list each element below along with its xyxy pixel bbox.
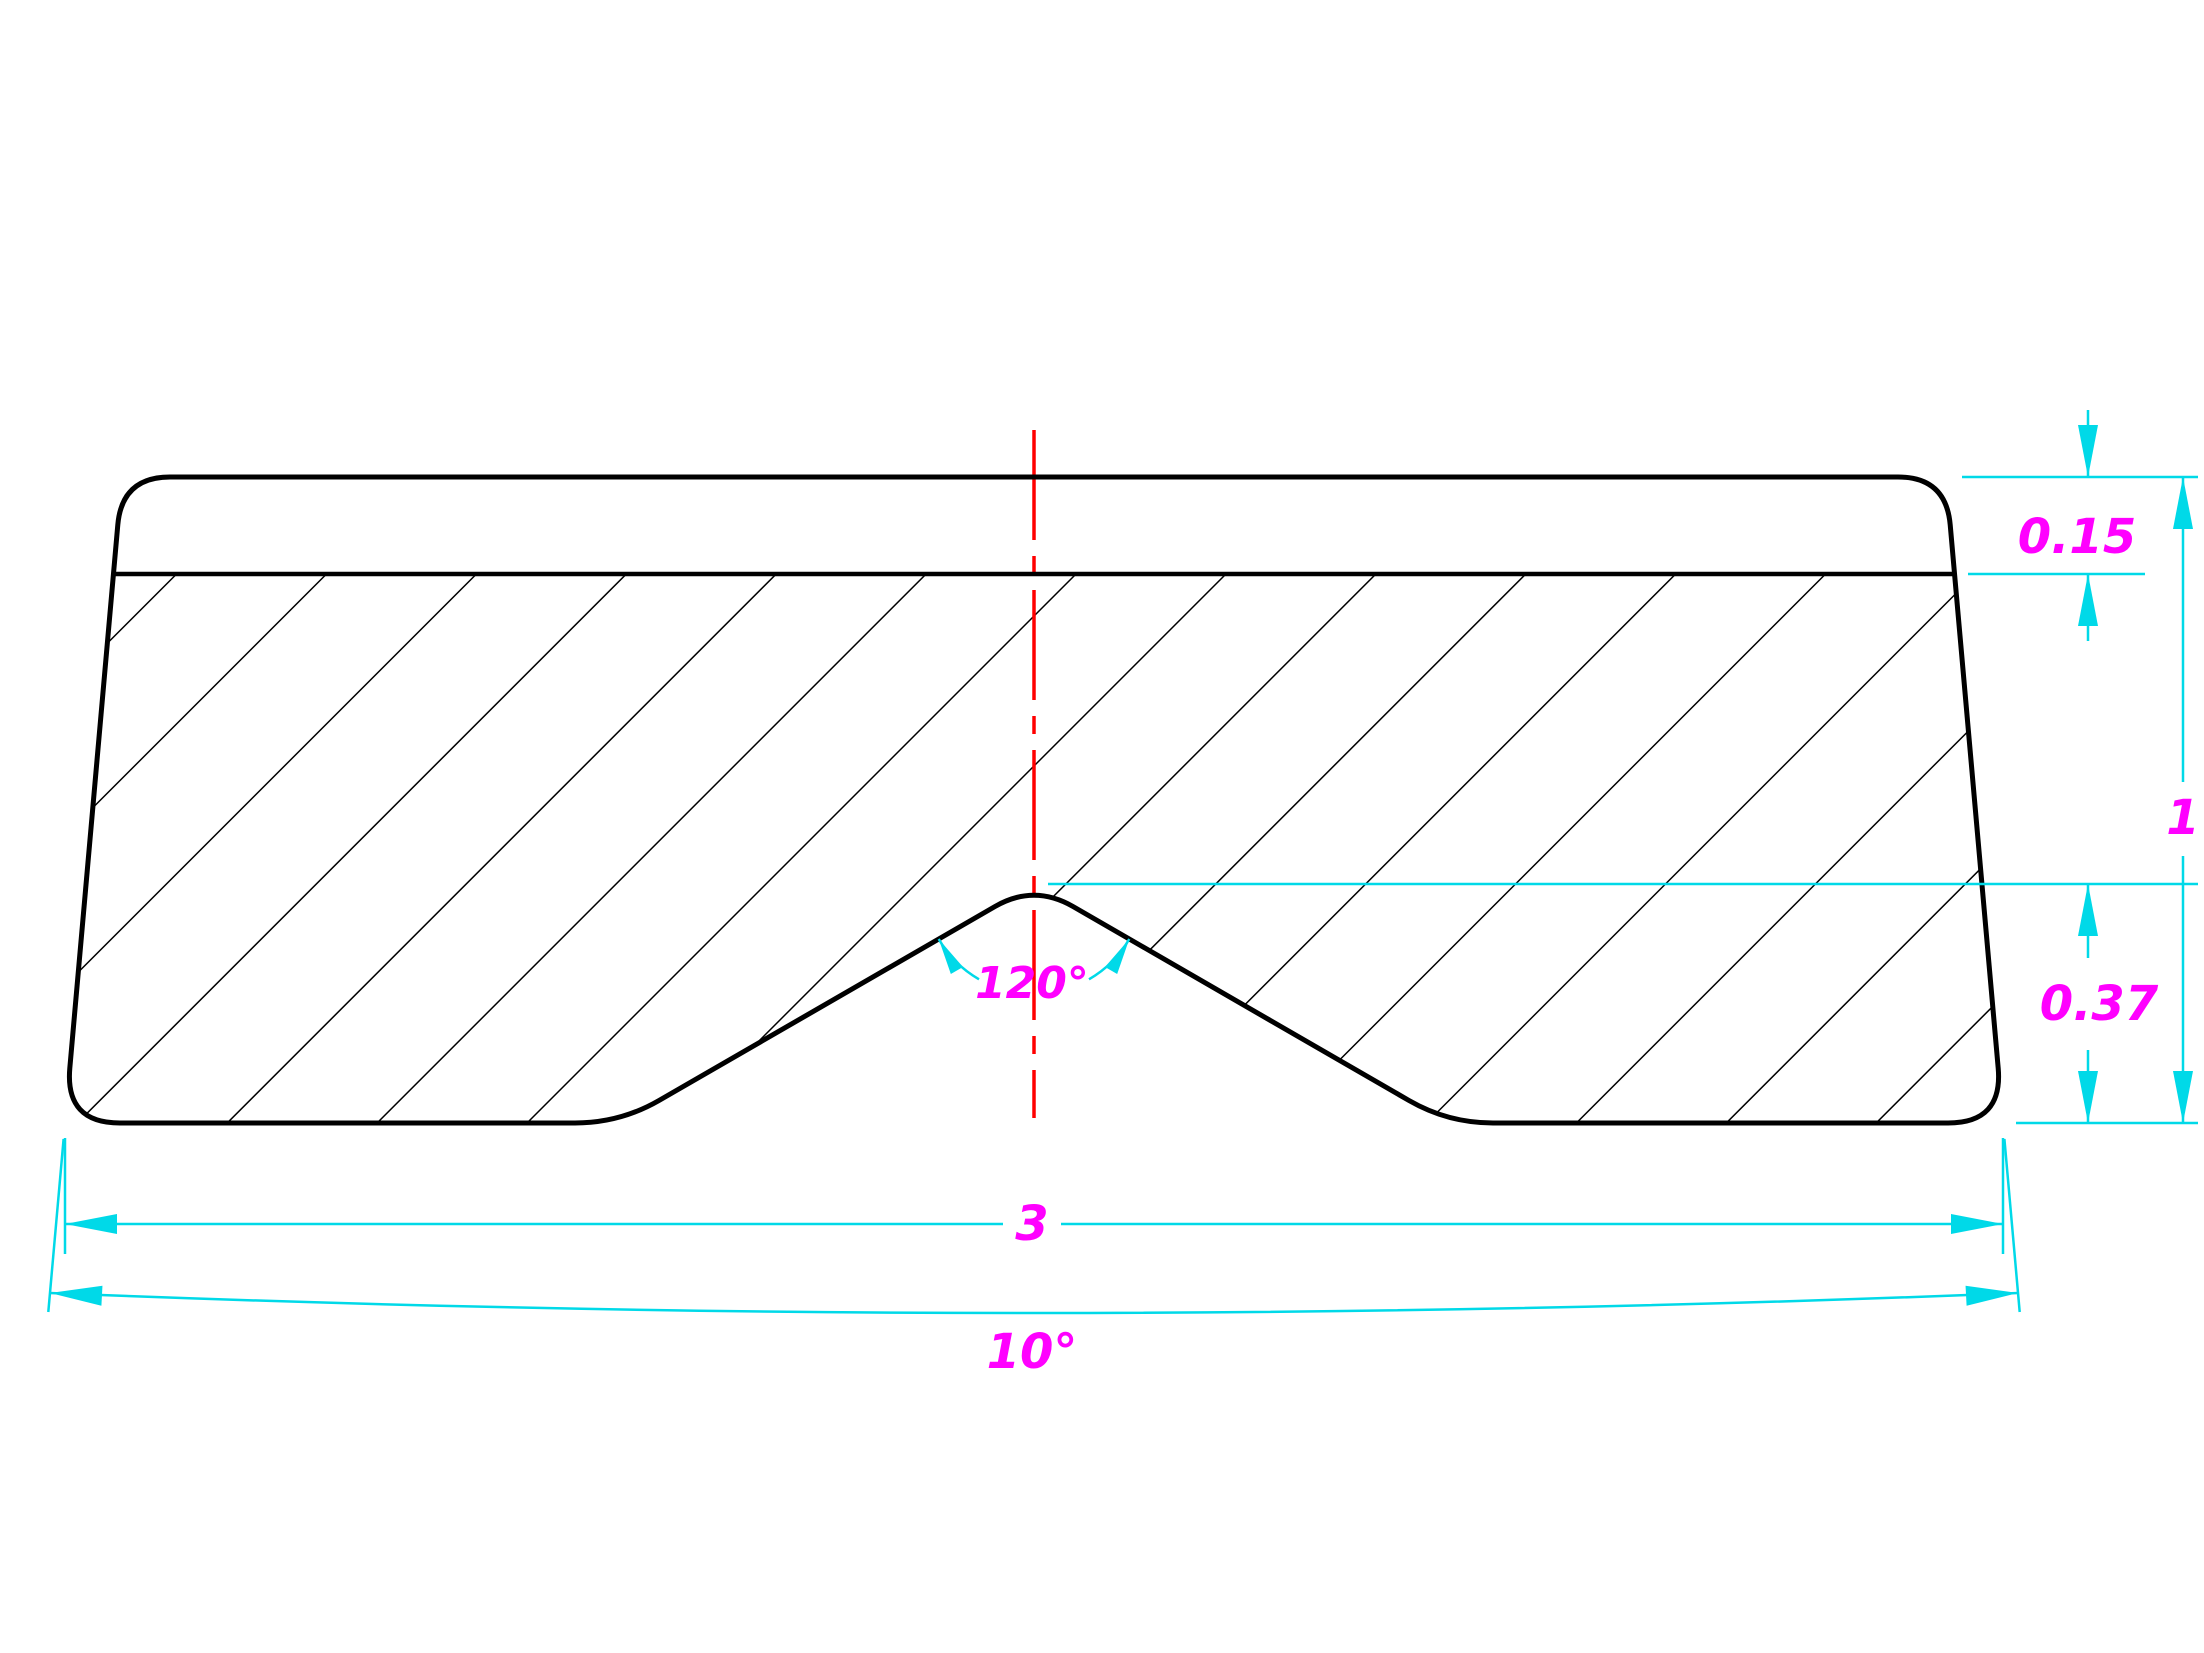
dimension-overall-height: 1: [2166, 477, 2200, 1123]
dim-value-overall-width: 3: [1015, 1196, 1048, 1252]
dimension-draft-angle: 10°: [49, 1283, 2019, 1380]
dim-value-notch-angle: 120°: [975, 958, 1089, 1009]
dim-arrowhead: [2078, 884, 2098, 936]
dim-arrowhead: [2078, 1071, 2098, 1123]
dim-arrowhead: [1951, 1214, 2003, 1234]
dim-value-overall-height: 1: [2166, 790, 2199, 846]
dimension-notch-angle: 120°: [932, 935, 1136, 1009]
dim-arrowhead: [65, 1214, 117, 1234]
dim-arrowhead: [2078, 574, 2098, 626]
dimension-overall-width: 3: [65, 1196, 2003, 1252]
dimension-notch-depth: 0.37: [2040, 884, 2159, 1123]
dim-arrowhead: [2078, 425, 2098, 477]
extension-lines: [47, 475, 2198, 1313]
dim-arrowhead: [1965, 1283, 2019, 1306]
part-outline: [66, 474, 2002, 1126]
dim-value-layer-thickness: 0.15: [2018, 509, 2136, 565]
dimension-layer-thickness: 0.15: [2018, 410, 2136, 641]
dim-arrowhead: [49, 1283, 103, 1306]
dim-arrowhead: [2173, 1071, 2193, 1123]
dim-arrowhead: [2173, 477, 2193, 529]
dim-value-notch-depth: 0.37: [2040, 976, 2159, 1032]
dim-value-draft-angle: 10°: [987, 1324, 1078, 1380]
